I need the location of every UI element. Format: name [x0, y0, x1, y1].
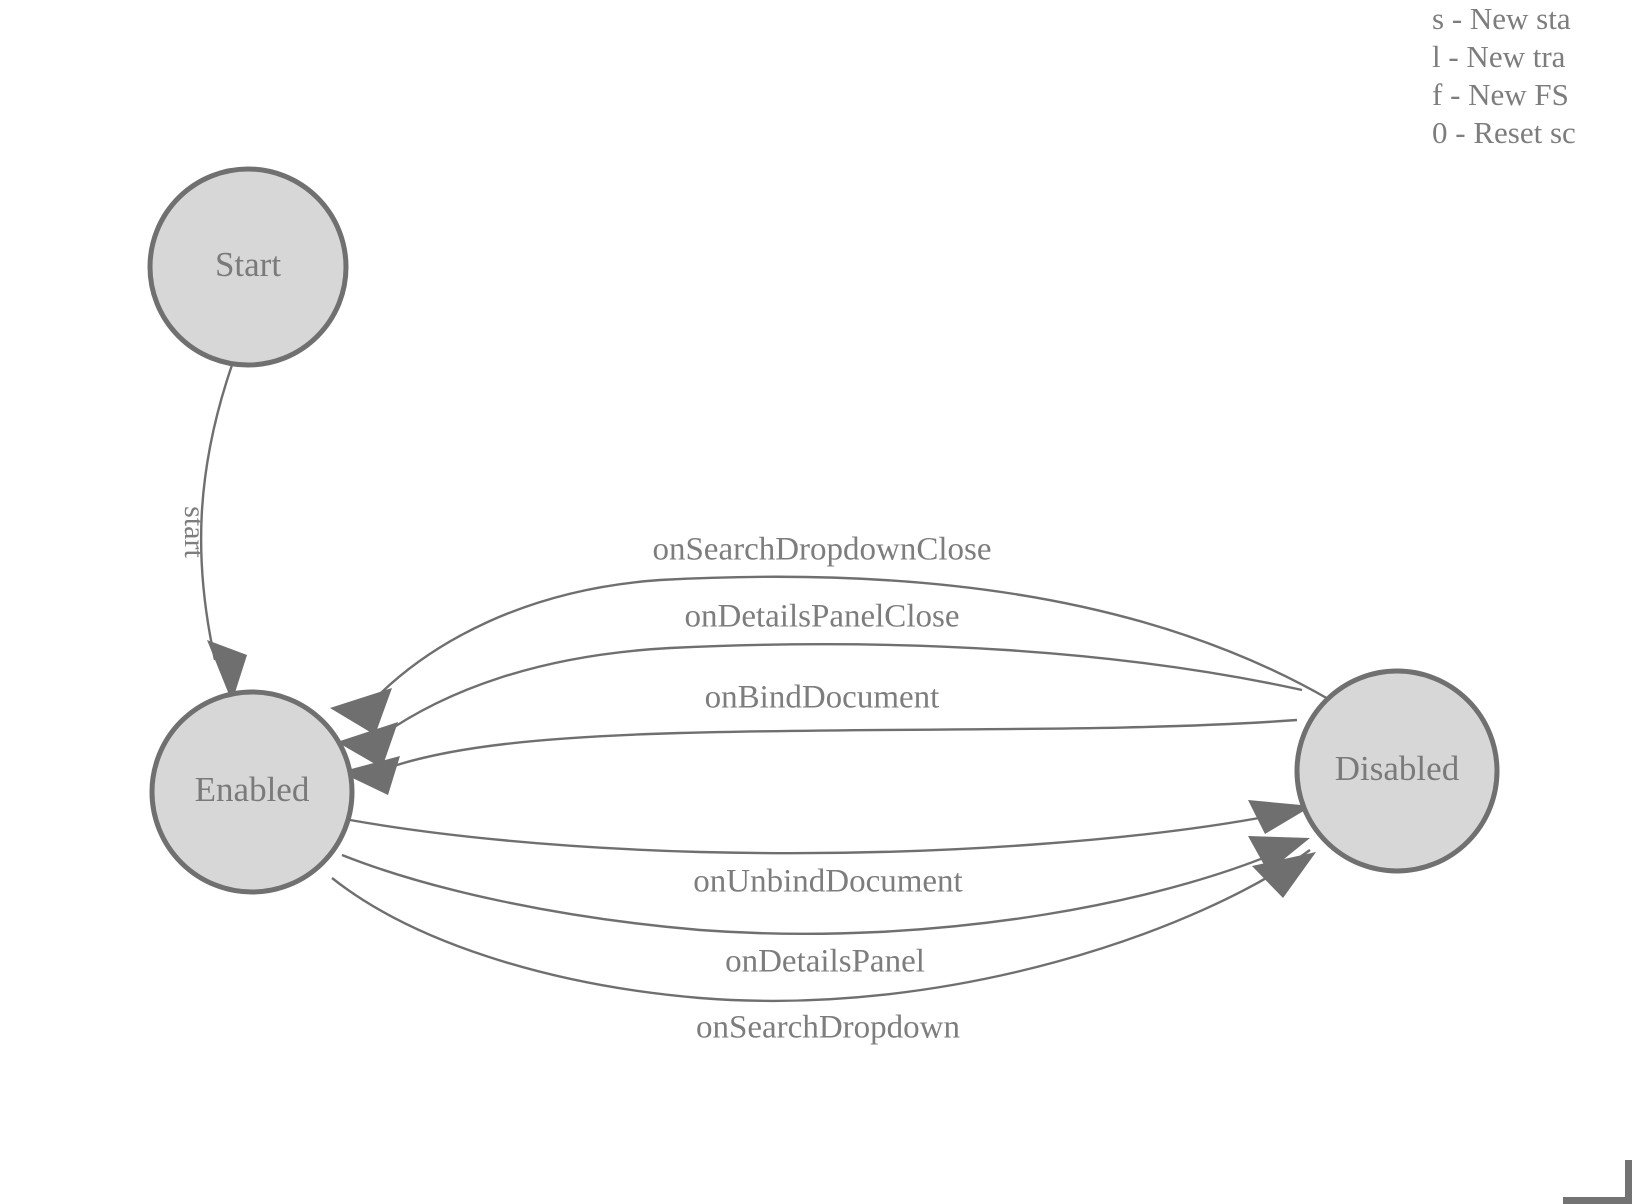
state-circle[interactable] — [1294, 668, 1500, 874]
transition-disabled-to-enabled-onsearchdropdownclose[interactable] — [330, 575, 1331, 735]
horizontal-scrollbar[interactable] — [1563, 1197, 1632, 1204]
transition-path[interactable] — [341, 840, 1301, 936]
state-node-start[interactable]: Start — [147, 166, 349, 368]
state-circle[interactable] — [147, 166, 349, 368]
transition-label-onbinddocument: onBindDocument — [705, 680, 940, 716]
transition-label-ondetailspanelclose: onDetailsPanelClose — [685, 599, 960, 635]
arrow-head — [330, 688, 392, 735]
state-label-enabled: Enabled — [195, 770, 310, 809]
transition-enabled-to-disabled-onsearchdropdown[interactable] — [331, 849, 1316, 1002]
transition-path[interactable] — [381, 718, 1298, 772]
transition-label-onsearchdropdown: onSearchDropdown — [696, 1010, 960, 1046]
arrow-head — [207, 640, 247, 702]
arrow-head — [1248, 800, 1312, 834]
state-label-disabled: Disabled — [1335, 749, 1460, 788]
state-node-enabled[interactable]: Enabled — [149, 689, 355, 895]
transition-label-start: start — [178, 506, 211, 558]
arrow-head — [337, 722, 398, 768]
state-node-disabled[interactable]: Disabled — [1294, 668, 1500, 874]
transition-disabled-to-enabled-ondetailspanelclose[interactable] — [337, 643, 1303, 768]
transition-label-onsearchdropdownclose: onSearchDropdownClose — [652, 532, 991, 568]
transition-label-ondetailspanel: onDetailsPanel — [725, 944, 925, 980]
transition-path[interactable] — [377, 643, 1303, 739]
transition-path[interactable] — [367, 575, 1331, 707]
transition-label-onunbinddocument: onUnbindDocument — [693, 864, 962, 900]
state-label-start: Start — [215, 245, 281, 284]
transition-enabled-to-disabled-onunbinddocument[interactable] — [349, 800, 1312, 855]
arrow-head — [340, 756, 400, 795]
transition-path[interactable] — [199, 364, 234, 661]
vertical-scrollbar[interactable] — [1625, 1160, 1632, 1204]
arrow-head — [1248, 836, 1310, 872]
transition-path[interactable] — [349, 808, 1301, 855]
transition-path[interactable] — [331, 849, 1311, 1002]
arrow-head — [1252, 852, 1316, 898]
state-circle[interactable] — [149, 689, 355, 895]
transition-disabled-to-enabled-onbinddocument[interactable] — [340, 718, 1298, 795]
transition-start-to-enabled[interactable] — [199, 364, 247, 702]
transition-enabled-to-disabled-ondetailspanel[interactable] — [341, 836, 1310, 936]
